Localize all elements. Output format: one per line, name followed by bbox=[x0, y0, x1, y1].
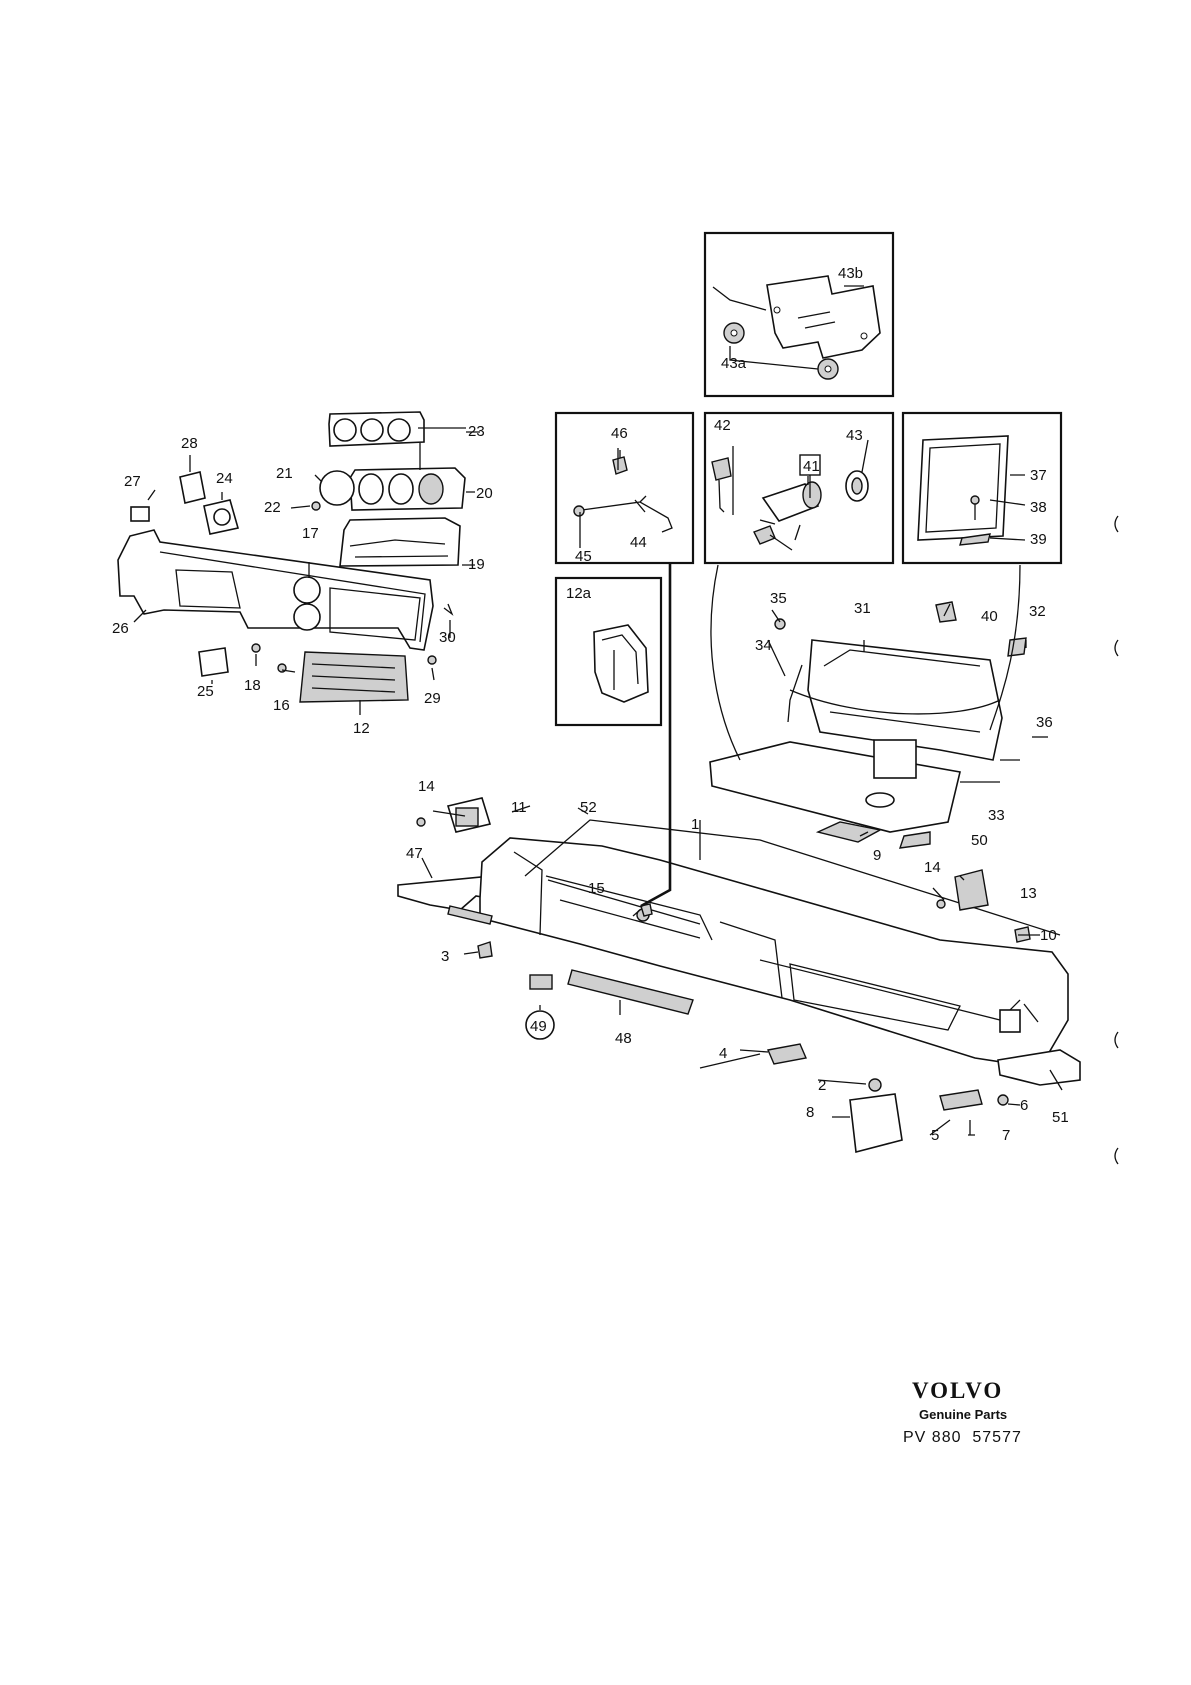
callout-43a: 43a bbox=[721, 355, 747, 372]
callout-32: 32 bbox=[1029, 603, 1046, 620]
inset-44-46-drawing bbox=[573, 450, 673, 533]
callout-25: 25 bbox=[197, 683, 214, 700]
callout-6: 6 bbox=[1020, 1097, 1028, 1114]
callout-9: 9 bbox=[873, 847, 881, 864]
callout-labels: 1 2 3 4 5 6 7 8 9 10 11 12 12a 13 14 14 … bbox=[112, 265, 1069, 1144]
brand-logo: VOLVO bbox=[912, 1378, 1003, 1403]
instrument-panel-group bbox=[117, 411, 466, 703]
callout-20: 20 bbox=[476, 485, 493, 502]
callout-15: 15 bbox=[588, 880, 605, 897]
callout-11: 11 bbox=[511, 799, 527, 816]
callout-10: 10 bbox=[1040, 927, 1057, 944]
inset-box-43b bbox=[703, 231, 895, 398]
callout-1: 1 bbox=[691, 816, 699, 833]
footer-reference: PV 880 57577 bbox=[903, 1429, 1022, 1446]
callout-2: 2 bbox=[818, 1077, 826, 1094]
callout-12: 12 bbox=[353, 720, 370, 737]
callout-39: 39 bbox=[1030, 531, 1047, 548]
callout-34: 34 bbox=[755, 637, 772, 654]
callout-44: 44 bbox=[630, 534, 647, 551]
callout-12a: 12a bbox=[566, 585, 592, 602]
callout-42: 42 bbox=[714, 417, 731, 434]
callout-19: 19 bbox=[468, 556, 485, 573]
callout-43: 43 bbox=[846, 427, 863, 444]
callout-52: 52 bbox=[580, 799, 597, 816]
callout-48: 48 bbox=[615, 1030, 632, 1047]
binder-marks bbox=[1114, 515, 1119, 1165]
callout-21: 21 bbox=[276, 465, 293, 482]
callout-22: 22 bbox=[264, 499, 281, 516]
callout-26: 26 bbox=[112, 620, 129, 637]
footer-logo: VOLVO Genuine Parts PV 880 57577 bbox=[903, 1378, 1022, 1446]
inset-box-37-39 bbox=[901, 411, 1063, 565]
footer-subtitle: Genuine Parts bbox=[919, 1407, 1007, 1422]
callout-51: 51 bbox=[1052, 1109, 1069, 1126]
inset-boxes bbox=[554, 231, 1063, 727]
callout-24: 24 bbox=[216, 470, 233, 487]
callout-18: 18 bbox=[244, 677, 261, 694]
callout-41: 41 bbox=[803, 458, 820, 475]
inset-12a-drawing bbox=[593, 624, 649, 703]
callout-35: 35 bbox=[770, 590, 787, 607]
callout-27: 27 bbox=[124, 473, 141, 490]
callout-33: 33 bbox=[988, 807, 1005, 824]
inset-41-43-drawing bbox=[711, 439, 869, 551]
dashboard-main bbox=[397, 819, 1081, 1086]
callout-3: 3 bbox=[441, 948, 449, 965]
callout-43b: 43b bbox=[838, 265, 863, 282]
callout-31: 31 bbox=[854, 600, 871, 617]
callout-14b: 14 bbox=[924, 859, 941, 876]
callout-30: 30 bbox=[439, 629, 456, 646]
inset-box-41-43 bbox=[703, 411, 895, 565]
callout-37: 37 bbox=[1030, 467, 1047, 484]
callout-50: 50 bbox=[971, 832, 988, 849]
glovebox-group bbox=[709, 564, 1048, 849]
leader-lines bbox=[133, 286, 1063, 1136]
callout-16: 16 bbox=[273, 697, 290, 714]
callout-23: 23 bbox=[468, 423, 485, 440]
callout-47: 47 bbox=[406, 845, 423, 862]
callout-5: 5 bbox=[931, 1127, 939, 1144]
callout-36: 36 bbox=[1036, 714, 1053, 731]
inset-37-39-drawing bbox=[917, 435, 1009, 546]
callout-40: 40 bbox=[981, 608, 998, 625]
callout-4: 4 bbox=[719, 1045, 727, 1062]
inset-box-44-46 bbox=[554, 411, 695, 565]
inset-43b-drawing bbox=[723, 275, 881, 380]
callout-28: 28 bbox=[181, 435, 198, 452]
callout-46: 46 bbox=[611, 425, 628, 442]
callout-8: 8 bbox=[806, 1104, 814, 1121]
callout-38: 38 bbox=[1030, 499, 1047, 516]
callout-29: 29 bbox=[424, 690, 441, 707]
callout-45: 45 bbox=[575, 548, 592, 565]
callout-49: 49 bbox=[530, 1018, 547, 1035]
callout-14a: 14 bbox=[418, 778, 435, 795]
callout-13: 13 bbox=[1020, 885, 1037, 902]
callout-17: 17 bbox=[302, 525, 319, 542]
callout-7: 7 bbox=[1002, 1127, 1010, 1144]
inset-box-12a bbox=[554, 576, 663, 727]
